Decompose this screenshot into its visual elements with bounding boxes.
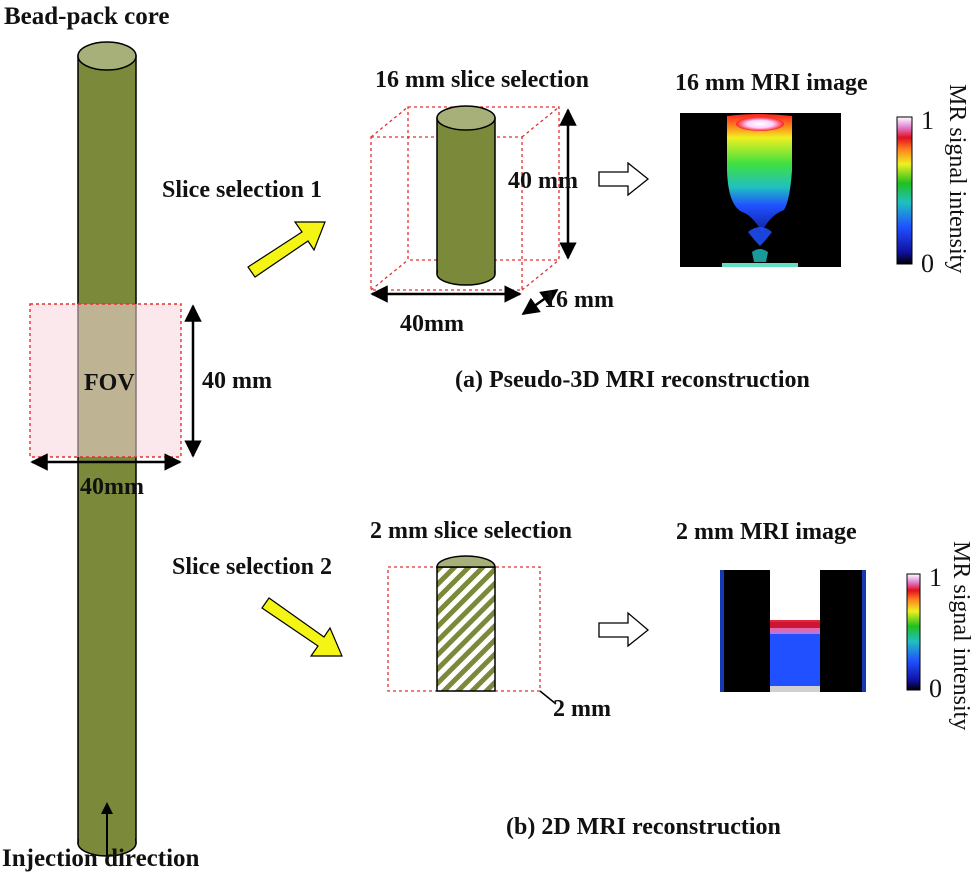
caption-b: (b) 2D MRI reconstruction [506, 814, 781, 840]
slice16-title: 16 mm slice selection [375, 67, 589, 93]
slice16-cylinder [436, 105, 496, 286]
colorbar-16-label: MR signal intensity [944, 84, 970, 273]
injection-arrowhead [101, 802, 113, 814]
colorbar-16: 1 0 MR signal intensity [896, 84, 970, 278]
mri2-title: 2 mm MRI image [676, 519, 857, 545]
slice16-height-label: 40 mm [508, 168, 578, 194]
colorbar-16-min: 0 [921, 249, 934, 278]
slice2-to-mri-arrow-icon [598, 611, 650, 648]
slice16-depth-label: 16 mm [544, 287, 614, 313]
slice2-depth-leader [539, 690, 557, 705]
slice2-cylinder [436, 555, 496, 692]
fov-height-label: 40 mm [202, 368, 272, 394]
core-top-ellipse [77, 41, 137, 71]
slice2-arrow-icon [261, 597, 343, 657]
slice1-arrow-icon [247, 221, 326, 278]
fov-label: FOV [84, 370, 135, 396]
slice2-depth-label: 2 mm [553, 696, 611, 722]
caption-a: (a) Pseudo-3D MRI reconstruction [455, 367, 810, 393]
colorbar-2-max: 1 [929, 563, 942, 592]
slice2-label: Slice selection 2 [172, 554, 332, 580]
colorbar-2-min: 0 [929, 674, 942, 703]
colorbar-16-max: 1 [921, 106, 934, 135]
fov-width-label: 40mm [80, 474, 144, 500]
colorbar-2: 1 0 MR signal intensity [906, 541, 974, 730]
injection-label: Injection direction [2, 845, 200, 872]
slice16-width-label: 40mm [400, 311, 464, 337]
core-title: Bead-pack core [4, 3, 170, 30]
mri2-image [718, 568, 868, 692]
slice16-depth-arrow [521, 288, 559, 316]
mri16-image [680, 113, 841, 267]
slice2-title: 2 mm slice selection [370, 518, 572, 544]
slice16-to-mri-arrow-icon [598, 161, 650, 197]
slice1-label: Slice selection 1 [162, 177, 322, 203]
colorbar-2-label: MR signal intensity [948, 541, 974, 730]
mri16-title: 16 mm MRI image [675, 70, 868, 96]
